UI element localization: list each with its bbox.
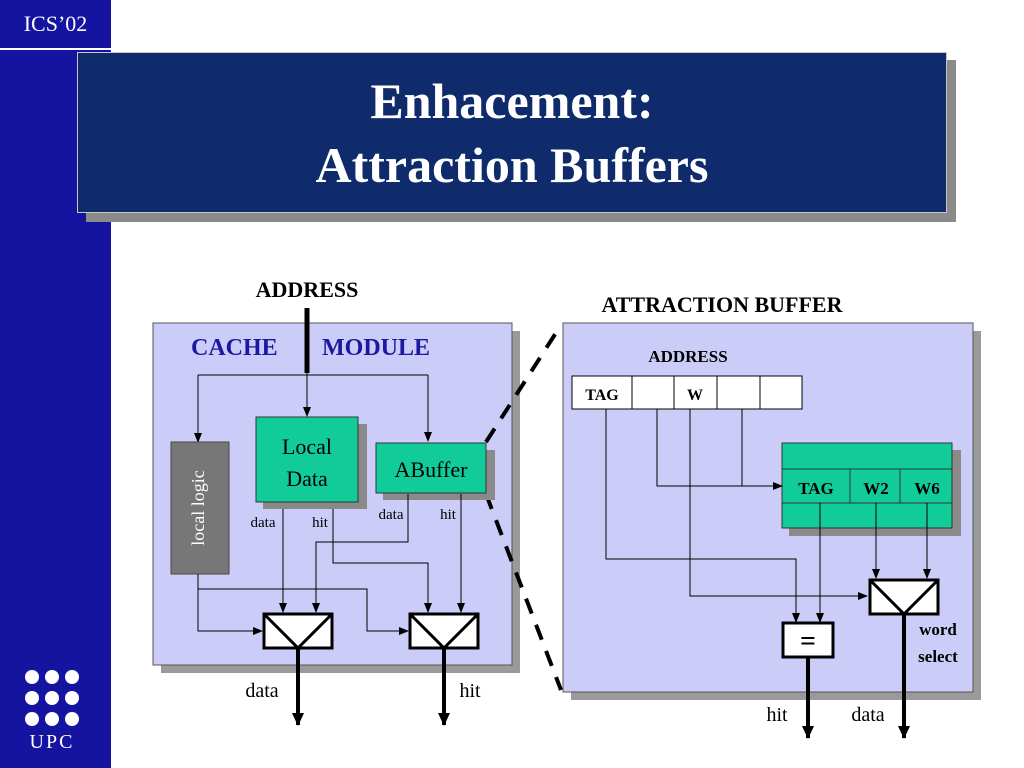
slide-title: Enhacement: Attraction Buffers [77,52,947,213]
zoom-line-top [484,323,563,444]
buffer-entry [781,442,953,529]
cache-out-hit-label: hit [459,680,481,702]
local-data-block [255,416,359,503]
comparator-symbol: = [800,626,816,657]
ab-out-data-label: data [851,704,884,726]
cache-address-label: ADDRESS [256,277,359,302]
data-mux [262,612,334,650]
abuffer-label: ABuffer [395,457,469,482]
title-line-1: Enhacement: [370,72,654,129]
cache-out-data-label: data [245,680,278,702]
addr-tag-field: TAG [585,387,619,404]
attraction-buffer-title: ATTRACTION BUFFER [601,292,843,317]
word-select-line2: select [918,647,958,666]
local-logic-label: local logic [188,470,208,545]
entry-w6-field: W6 [914,479,940,498]
abuffer-block [375,442,487,494]
address-register [571,375,803,410]
local-logic-block [170,441,230,575]
logo-text: UPC [29,731,75,753]
local-data-hit-label: hit [312,515,329,531]
ab-out-hit-label: hit [766,704,788,726]
sidebar-divider [0,48,111,50]
logic-sel-wire-a [197,574,263,635]
word-select-line1: word [919,620,957,639]
cache-title-word2: MODULE [322,335,430,361]
title-line-2: Attraction Buffers [315,136,709,193]
abuffer-hit-label: hit [440,507,457,523]
local-data-line2: Data [286,466,328,491]
index-wire-a [656,409,783,490]
zoom-line-bottom [484,493,563,691]
addr-w-field: W [687,387,703,404]
entry-w2-field: W2 [863,479,889,498]
conference-label: ICS’02 [23,11,88,36]
ab-address-label: ADDRESS [648,347,727,366]
w-select-wire [689,409,868,600]
ab-data-wire [312,494,409,613]
entry-tag-field: TAG [798,479,834,498]
addr-tag-wire [605,409,800,623]
local-data-data-label: data [251,515,276,531]
word-select-mux [868,578,940,616]
ld-hit-wire [332,509,432,613]
cache-title-word1: CACHE [191,335,278,361]
logic-sel-wire-b [198,588,409,635]
upc-logo-icon [25,670,79,726]
abuffer-data-label: data [379,507,404,523]
local-data-line1: Local [282,434,332,459]
hit-mux [408,612,480,650]
